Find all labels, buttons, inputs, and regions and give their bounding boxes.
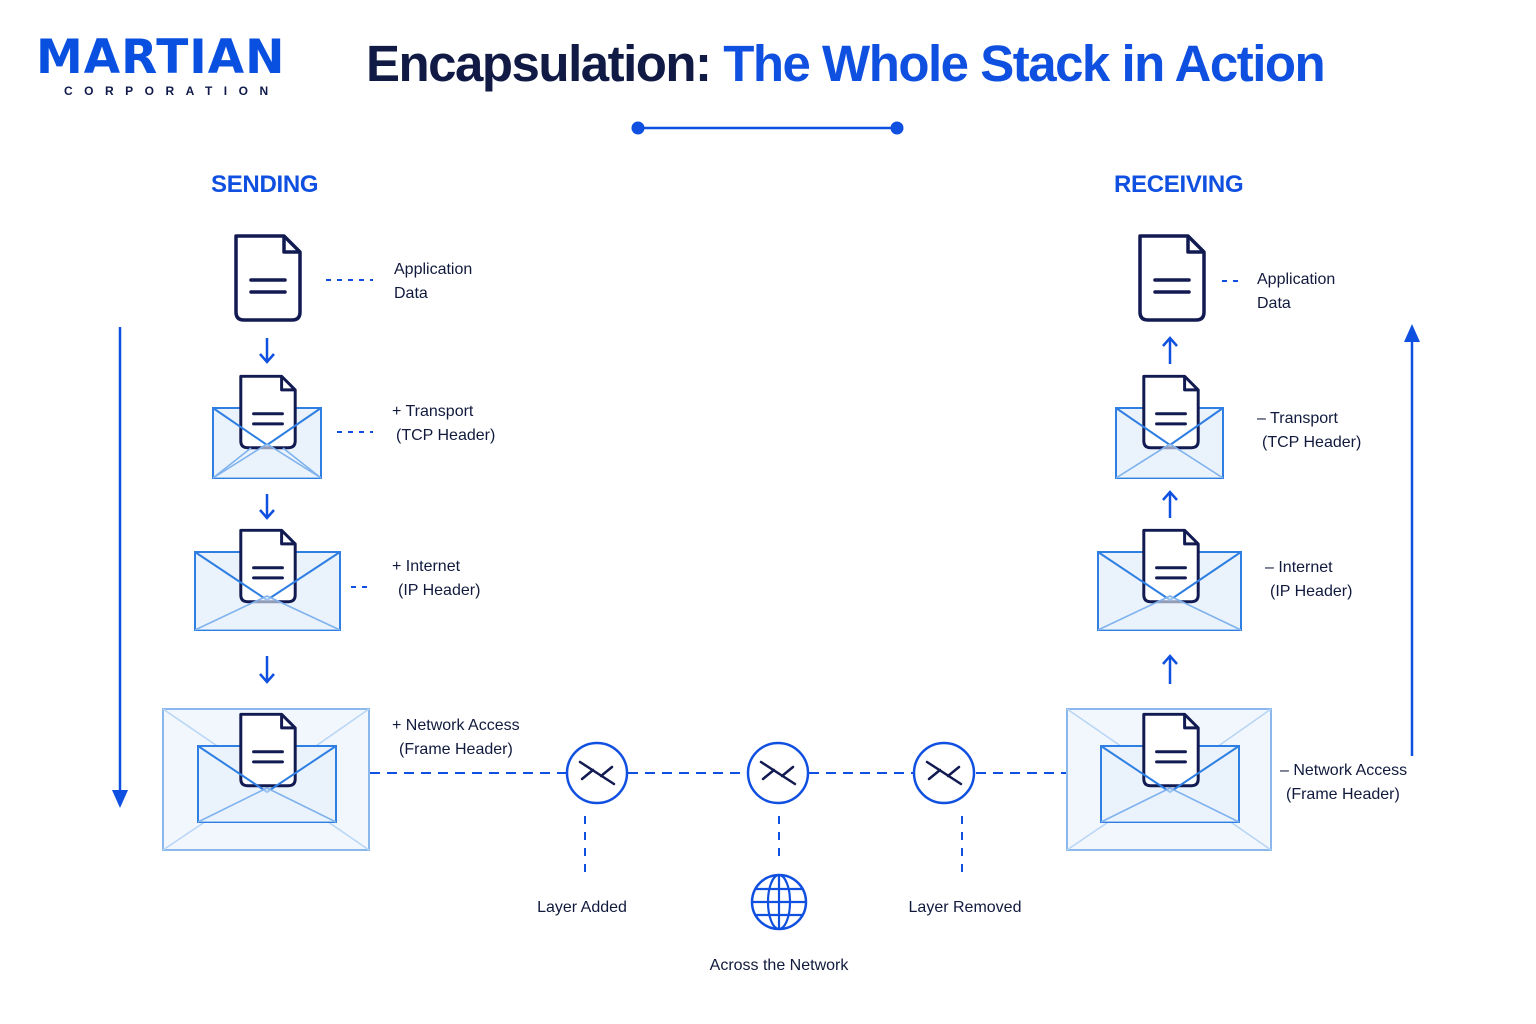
title-divider — [631, 121, 904, 135]
receiving-label-application: Application Data — [1257, 268, 1335, 316]
label-line: (Frame Header) — [1286, 786, 1400, 803]
label-line: Data — [1257, 295, 1291, 312]
title-part-2: The Whole Stack in Action — [723, 35, 1326, 92]
label-line: Application — [1257, 271, 1336, 288]
down-arrow-icon — [259, 338, 275, 364]
label-line: – Network Access — [1280, 762, 1408, 779]
sending-label-transport: + Transport (TCP Header) — [392, 400, 495, 448]
up-arrow-icon — [1162, 336, 1178, 364]
sending-network-frame-icon — [162, 708, 370, 851]
label-line: + Transport — [392, 403, 474, 420]
sending-label-application: Application Data — [394, 258, 472, 306]
receiving-label-internet: – Internet (IP Header) — [1265, 556, 1352, 604]
receiving-transport-envelope-icon — [1115, 374, 1224, 479]
label-line: – Internet — [1265, 559, 1333, 576]
sending-label-internet: + Internet (IP Header) — [392, 555, 480, 603]
sending-direction-arrow — [112, 327, 128, 808]
up-arrow-icon — [1162, 490, 1178, 518]
receiving-direction-arrow — [1404, 324, 1420, 756]
globe-icon — [750, 873, 808, 931]
sending-internet-envelope-icon — [194, 528, 341, 631]
page-title: Encapsulation: The Whole Stack in Action — [366, 34, 1326, 93]
label-line: – Transport — [1257, 410, 1338, 427]
receiving-label-network-access: – Network Access (Frame Header) — [1280, 759, 1407, 807]
title-part-1: Encapsulation: — [366, 35, 712, 92]
receiving-internet-envelope-icon — [1097, 528, 1242, 631]
logo-subtitle: CORPORATION — [64, 84, 280, 98]
sending-label-network-access: + Network Access (Frame Header) — [392, 714, 520, 762]
label-line: + Network Access — [392, 717, 520, 734]
sending-heading: SENDING — [211, 171, 319, 198]
receiving-label-transport: – Transport (TCP Header) — [1257, 407, 1361, 455]
label-line: (IP Header) — [398, 582, 481, 599]
label-line: Data — [394, 285, 428, 302]
receiving-heading: RECEIVING — [1114, 171, 1244, 198]
sending-transport-envelope-icon — [212, 374, 322, 479]
layer-removed-caption: Layer Removed — [908, 899, 1022, 916]
up-arrow-icon — [1162, 654, 1178, 684]
label-line: Application — [394, 261, 473, 278]
router-icon — [746, 741, 810, 805]
label-line: (TCP Header) — [396, 427, 496, 444]
label-line: (IP Header) — [1270, 583, 1353, 600]
layer-added-caption: Layer Added — [537, 899, 627, 916]
router-icon — [912, 741, 976, 805]
label-line: (TCP Header) — [1262, 434, 1362, 451]
logo-wordmark: MARTIAN — [36, 30, 286, 85]
down-arrow-icon — [259, 494, 275, 520]
label-line: (Frame Header) — [399, 741, 513, 758]
sending-application-doc-icon — [234, 234, 302, 322]
label-line: + Internet — [392, 558, 461, 575]
receiving-application-doc-icon — [1138, 234, 1206, 322]
across-network-caption: Across the Network — [709, 957, 849, 974]
router-icon — [565, 741, 629, 805]
router-drop-lines — [584, 816, 963, 880]
down-arrow-icon — [259, 656, 275, 684]
receiving-network-frame-icon — [1066, 708, 1272, 851]
